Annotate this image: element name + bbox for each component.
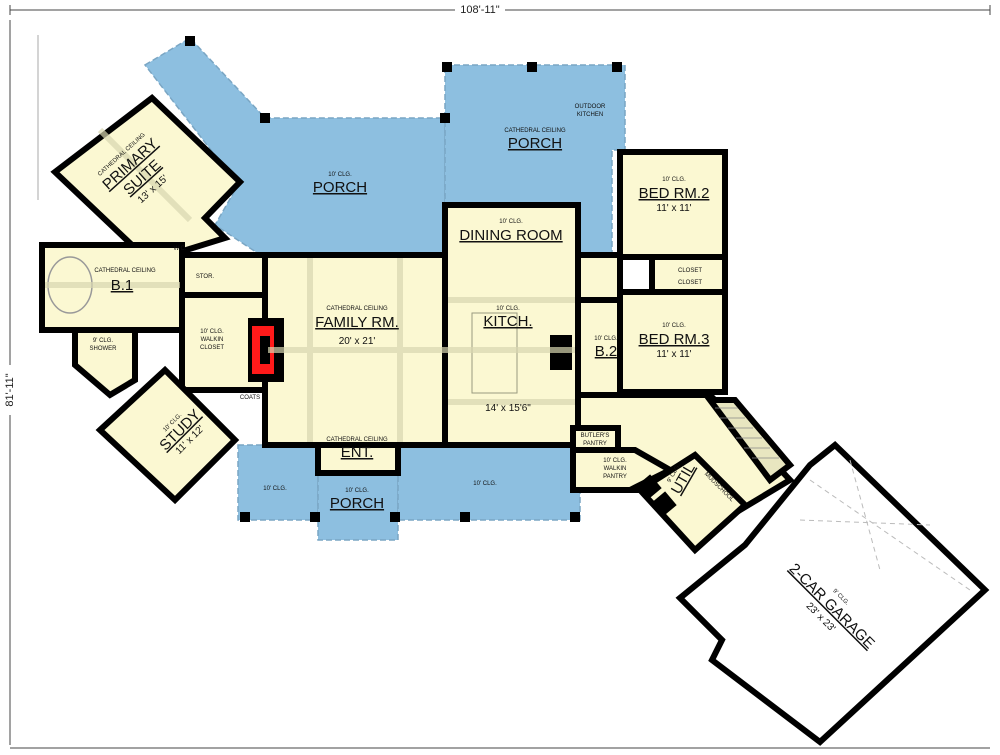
wc-label: W.C.: [174, 246, 187, 252]
garage-door-lines: [799, 459, 971, 591]
outdoor-kitchen-label-2: KITCHEN: [577, 112, 603, 118]
kitchen-size: 14' x 15'6": [485, 403, 531, 414]
front-porch-label: PORCH: [330, 495, 384, 512]
rear-porch-ceiling: 10' CLG.: [328, 172, 352, 178]
right-porch-ceiling: CATHEDRAL CEILING: [504, 128, 566, 134]
dimension-lines: 108'-11" 81'-11": [2, 2, 991, 749]
right-porch-label: PORCH: [508, 135, 562, 152]
butlers-label-2: PANTRY: [583, 441, 607, 447]
b1-ceiling: CATHEDRAL CEILING: [94, 268, 156, 274]
stor-closet: [179, 252, 268, 298]
family-ceiling: CATHEDRAL CEILING: [326, 306, 388, 312]
dryer: [651, 491, 677, 517]
walkin-closet-ceiling: 10' CLG.: [200, 329, 224, 335]
family-size: 20' x 21': [339, 336, 376, 347]
entry-ceiling: CATHEDRAL CEILING: [326, 437, 388, 443]
front-porch-right-ceiling: 10' CLG.: [473, 481, 497, 487]
dining-label: DINING ROOM: [459, 227, 562, 244]
stor-label: STOR.: [196, 274, 215, 280]
kitchen-label: KITCH.: [483, 313, 532, 330]
bed3-ceiling: 10' CLG.: [662, 323, 686, 329]
pantry-ceiling: 10' CLG.: [603, 458, 627, 464]
pantry-label: WALKIN: [604, 466, 627, 472]
shower-area: [72, 327, 138, 399]
front-porch-left: [237, 444, 319, 521]
rear-porch-label: PORCH: [313, 179, 367, 196]
walkin-closet-label-2: CLOSET: [200, 345, 224, 351]
width-dimension: 108'-11": [460, 4, 500, 16]
bed3-label: BED RM.3: [639, 331, 710, 348]
porch-posts: [185, 36, 622, 522]
pantry-label-2: PANTRY: [603, 474, 627, 480]
bed2-ceiling: 10' CLG.: [662, 177, 686, 183]
study: [95, 365, 240, 505]
coats-label: COATS: [240, 395, 260, 401]
front-porch-left-ceiling: 10' CLG.: [263, 486, 287, 492]
utility: [635, 451, 750, 555]
depth-dimension: 81'-11": [4, 373, 16, 406]
stairs: [704, 397, 795, 485]
shower-ceiling: 9' CLG.: [93, 338, 113, 344]
ceiling-beams: [45, 127, 575, 442]
kitchen-ceiling: 10' CLG.: [496, 306, 520, 312]
closet-b-label: CLOSET: [678, 280, 702, 286]
closets: [649, 254, 728, 295]
b1-label: B.1: [111, 277, 134, 294]
b2-ceiling: 10' CLG.: [594, 336, 618, 342]
entry-label: ENT.: [341, 444, 374, 461]
stair-treads: [715, 407, 779, 459]
bed2-label: BED RM.2: [639, 185, 710, 202]
fireplace-firebox: [260, 336, 270, 364]
butlers-label: BUTLER'S: [581, 433, 610, 439]
hall: [575, 252, 623, 303]
front-porch-right: [397, 444, 581, 521]
entry: [315, 442, 401, 476]
walkin-closet-label: WALKIN: [201, 337, 224, 343]
garage: [675, 441, 990, 746]
shower-label: SHOWER: [90, 346, 118, 352]
bed3-size: 11' x 11': [656, 349, 691, 360]
b2-label: B.2: [595, 343, 618, 360]
closet-a-label: CLOSET: [678, 268, 702, 274]
front-porch-ceiling: 10' CLG.: [345, 488, 369, 494]
family-label: FAMILY RM.: [315, 314, 399, 331]
washer: [636, 474, 662, 500]
bed-room-3: [617, 289, 728, 395]
outdoor-kitchen-label: OUTDOOR: [575, 104, 606, 110]
bed2-size: 11' x 11': [656, 203, 691, 214]
dining-ceiling: 10' CLG.: [499, 219, 523, 225]
bed-room-2: [617, 149, 728, 260]
